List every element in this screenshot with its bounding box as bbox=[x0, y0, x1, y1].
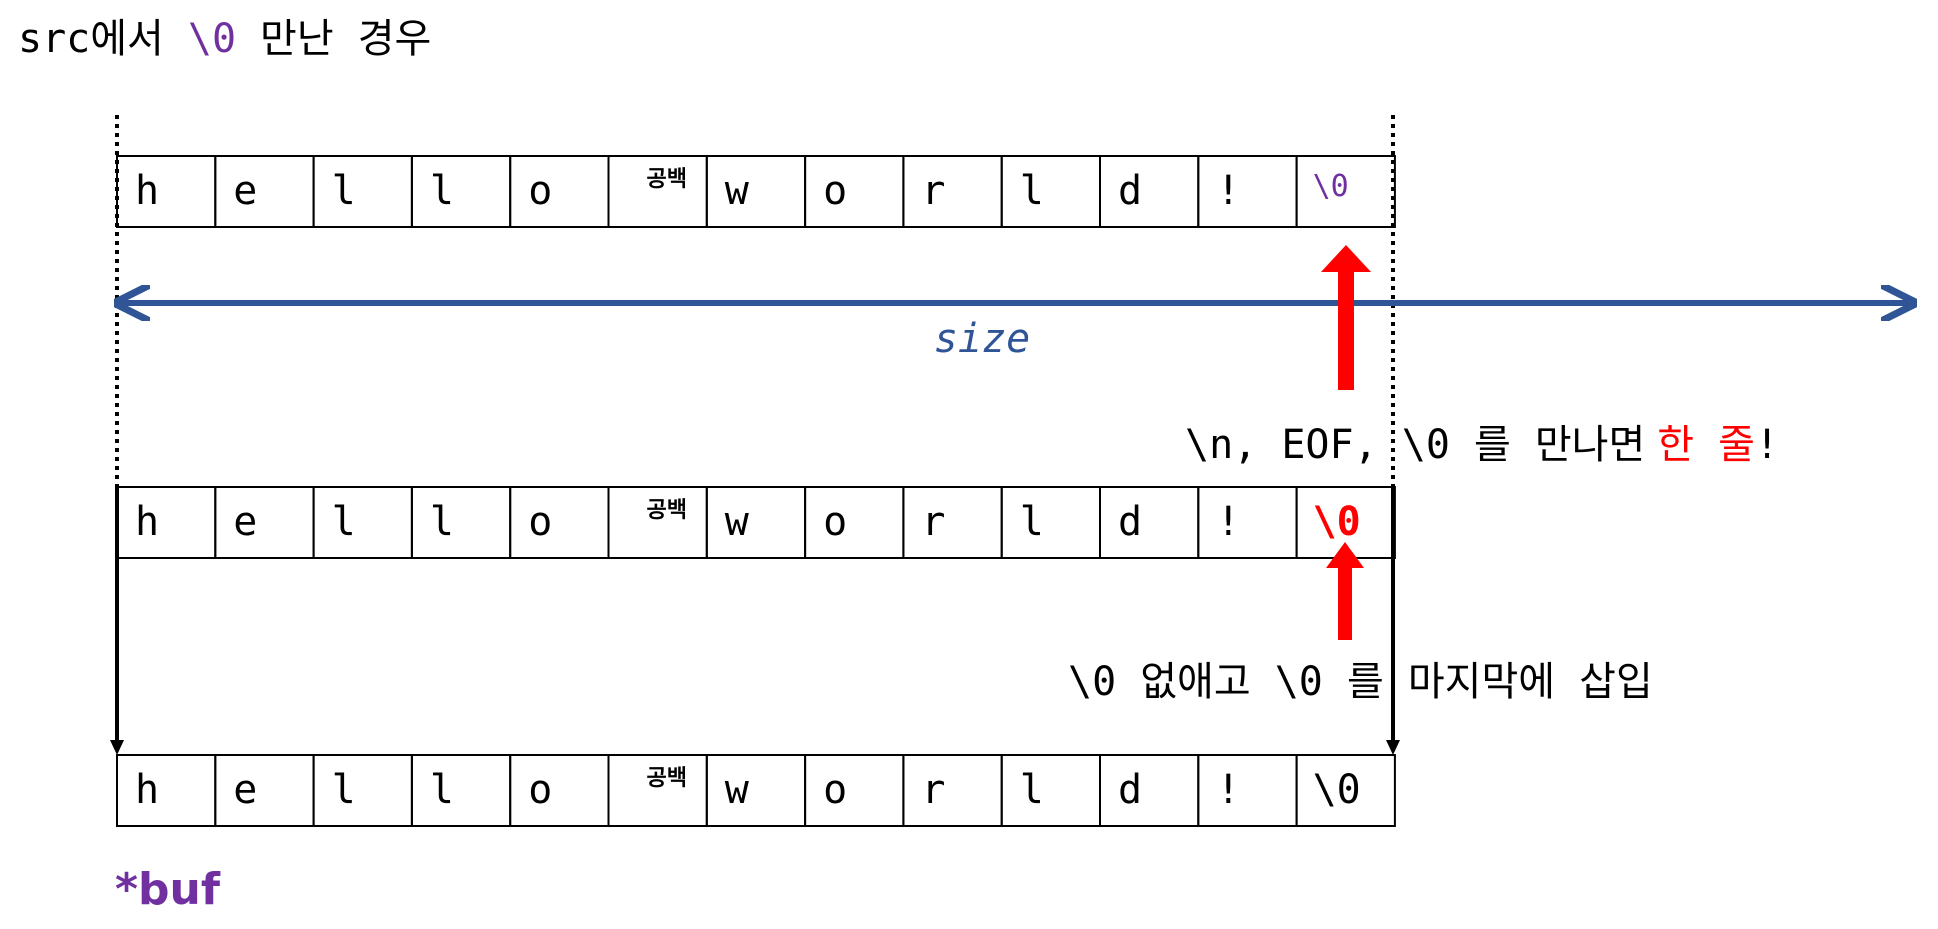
cell-box bbox=[312, 754, 413, 827]
title-prefix: src에서 bbox=[18, 16, 164, 62]
note1-text: \n, EOF, \0 를 만나면 bbox=[1185, 422, 1645, 468]
cell-box bbox=[1099, 486, 1200, 559]
char-cell-label: e bbox=[233, 499, 257, 545]
char-cell-label: ! bbox=[1216, 767, 1240, 813]
char-cell-label: l bbox=[430, 499, 454, 545]
cell-box bbox=[312, 155, 413, 228]
title-suffix: 만난 경우 bbox=[260, 16, 431, 62]
cell-box bbox=[1295, 754, 1396, 827]
cell-box bbox=[214, 754, 315, 827]
char-cell-label: l bbox=[1020, 767, 1044, 813]
page-title: src에서 \0 만난 경우 bbox=[18, 16, 431, 62]
size-label: size bbox=[934, 316, 1030, 362]
cell-box bbox=[804, 155, 905, 228]
note1-suffix: ! bbox=[1755, 422, 1779, 468]
cell-box bbox=[509, 155, 610, 228]
right-down-arrow bbox=[1386, 488, 1400, 755]
char-cell-label: r bbox=[921, 767, 945, 813]
char-cell-label: r bbox=[921, 168, 945, 214]
char-cell-label: l bbox=[332, 767, 356, 813]
processed-row: h e l l o 공백 w o r l d! \0 bbox=[116, 486, 1396, 559]
left-down-arrow bbox=[110, 488, 124, 755]
char-cell-label: w bbox=[725, 168, 750, 214]
cell-box bbox=[509, 486, 610, 559]
char-cell-label: l bbox=[332, 499, 356, 545]
char-cell-label: l bbox=[332, 168, 356, 214]
char-cell-label: d bbox=[1118, 499, 1142, 545]
char-cell-label: o bbox=[823, 168, 847, 214]
char-cell-label: e bbox=[233, 168, 257, 214]
space-cell-label: 공백 bbox=[647, 766, 687, 791]
cell-box bbox=[1197, 754, 1298, 827]
char-cell-label: ! bbox=[1216, 168, 1240, 214]
cell-box bbox=[214, 155, 315, 228]
red-arrow-up-1 bbox=[1321, 245, 1371, 390]
cell-box bbox=[509, 754, 610, 827]
cell-box bbox=[902, 754, 1003, 827]
cell-box bbox=[1000, 754, 1102, 827]
char-cell-label: h bbox=[135, 168, 159, 214]
char-cell-label: r bbox=[921, 499, 945, 545]
cell-box bbox=[902, 155, 1003, 228]
cell-box bbox=[312, 486, 413, 559]
char-cell-label: h bbox=[135, 499, 159, 545]
char-cell-label: o bbox=[823, 767, 847, 813]
red-arrow-up-2 bbox=[1326, 542, 1364, 640]
note1-highlight: 한 줄 bbox=[1657, 422, 1755, 468]
space-cell-label: 공백 bbox=[647, 498, 687, 523]
char-cell-label: h bbox=[135, 767, 159, 813]
cell-box bbox=[214, 486, 315, 559]
char-cell-label: ! bbox=[1216, 499, 1240, 545]
cell-box bbox=[116, 486, 217, 559]
char-cell-label: d bbox=[1118, 168, 1142, 214]
cell-box bbox=[1099, 155, 1200, 228]
src-row: h e l l o 공백 w o r l d! \0 bbox=[116, 155, 1396, 228]
note-line-1: \n, EOF, \0 를 만나면 한 줄! bbox=[1185, 422, 1779, 468]
cell-box bbox=[410, 155, 512, 228]
note-line-2: \0 없애고 \0 를 마지막에 삽입 bbox=[1068, 659, 1653, 705]
cell-box bbox=[804, 754, 905, 827]
char-cell-label: l bbox=[430, 767, 454, 813]
char-cell-label: d bbox=[1118, 767, 1142, 813]
cell-box bbox=[902, 486, 1003, 559]
cell-box bbox=[1295, 155, 1396, 228]
cell-box bbox=[1197, 155, 1298, 228]
char-cell-label: o bbox=[528, 767, 552, 813]
null-terminator-cell-label: \0 bbox=[1313, 767, 1361, 813]
char-cell-label: w bbox=[725, 767, 750, 813]
cell-box bbox=[1197, 486, 1298, 559]
space-cell-label: 공백 bbox=[647, 167, 687, 192]
char-cell-label: w bbox=[725, 499, 750, 545]
buf-label: *buf bbox=[115, 864, 221, 915]
char-cell-label: o bbox=[528, 499, 552, 545]
null-terminator-cell-label: \0 bbox=[1313, 499, 1361, 545]
cell-box bbox=[116, 754, 217, 827]
char-cell-label: l bbox=[1020, 499, 1044, 545]
buf-row: h e l l o 공백 w o r l d! \0 bbox=[116, 754, 1396, 827]
cell-box bbox=[410, 486, 512, 559]
cell-box bbox=[705, 754, 807, 827]
cell-box bbox=[116, 155, 217, 228]
cell-box bbox=[705, 155, 807, 228]
cell-box bbox=[1000, 486, 1102, 559]
char-cell-label: o bbox=[823, 499, 847, 545]
char-cell-label: e bbox=[233, 767, 257, 813]
cell-box bbox=[410, 754, 512, 827]
cell-box bbox=[705, 486, 807, 559]
cell-box bbox=[1000, 155, 1102, 228]
title-highlight: \0 bbox=[188, 16, 236, 62]
char-cell-label: l bbox=[1020, 168, 1044, 214]
char-cell-label: l bbox=[430, 168, 454, 214]
cell-box bbox=[804, 486, 905, 559]
char-cell-label: o bbox=[528, 168, 552, 214]
cell-box bbox=[1099, 754, 1200, 827]
null-terminator-cell-label: \0 bbox=[1313, 169, 1349, 204]
